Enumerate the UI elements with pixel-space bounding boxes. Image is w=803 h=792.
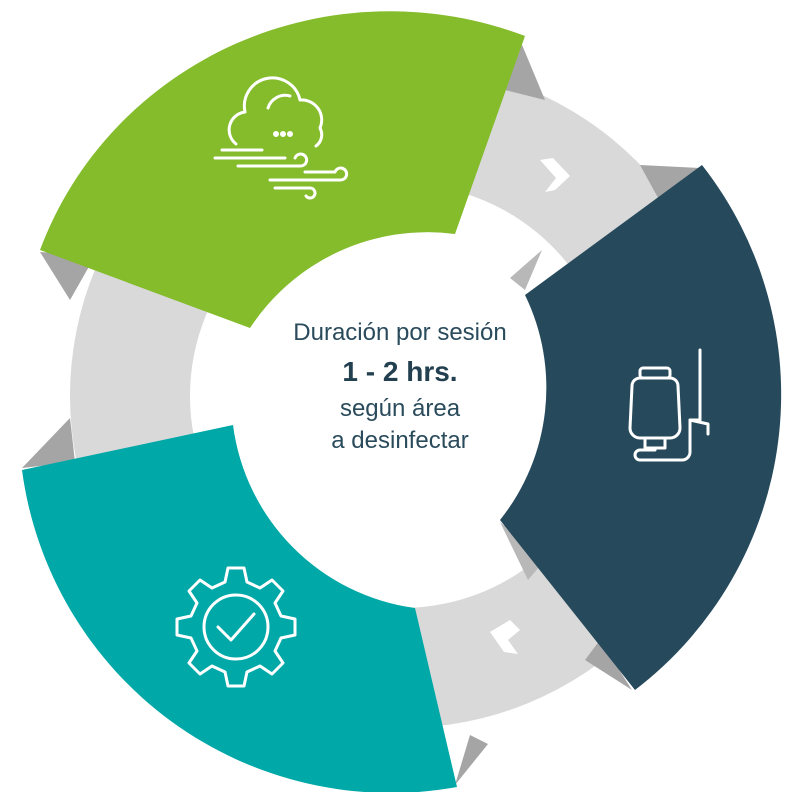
duration-value: 1 - 2 hrs. [342, 356, 458, 387]
cloud-wind-icon [213, 76, 349, 200]
segment-teal [22, 425, 457, 792]
fold-shadow [640, 165, 700, 205]
fold-shadow [505, 40, 545, 100]
gear-check-icon [175, 566, 297, 688]
segment-dark-blue [500, 165, 782, 690]
arrow-chevron-icon [490, 620, 520, 654]
sprayer-icon [628, 348, 710, 462]
segment-green [40, 11, 525, 329]
duration-label: Duración por sesión [293, 319, 507, 346]
area-note: según área [339, 395, 461, 422]
area-note-2: a desinfectar [331, 427, 469, 454]
center-label: Duración por sesión 1 - 2 hrs. según áre… [232, 318, 568, 456]
arrow-chevron-icon [540, 158, 570, 192]
fold-shadow [510, 250, 542, 290]
fold-shadow [585, 640, 632, 690]
fold-shadow [22, 418, 75, 468]
fold-shadow [455, 735, 488, 785]
fold-shadow [500, 522, 545, 580]
